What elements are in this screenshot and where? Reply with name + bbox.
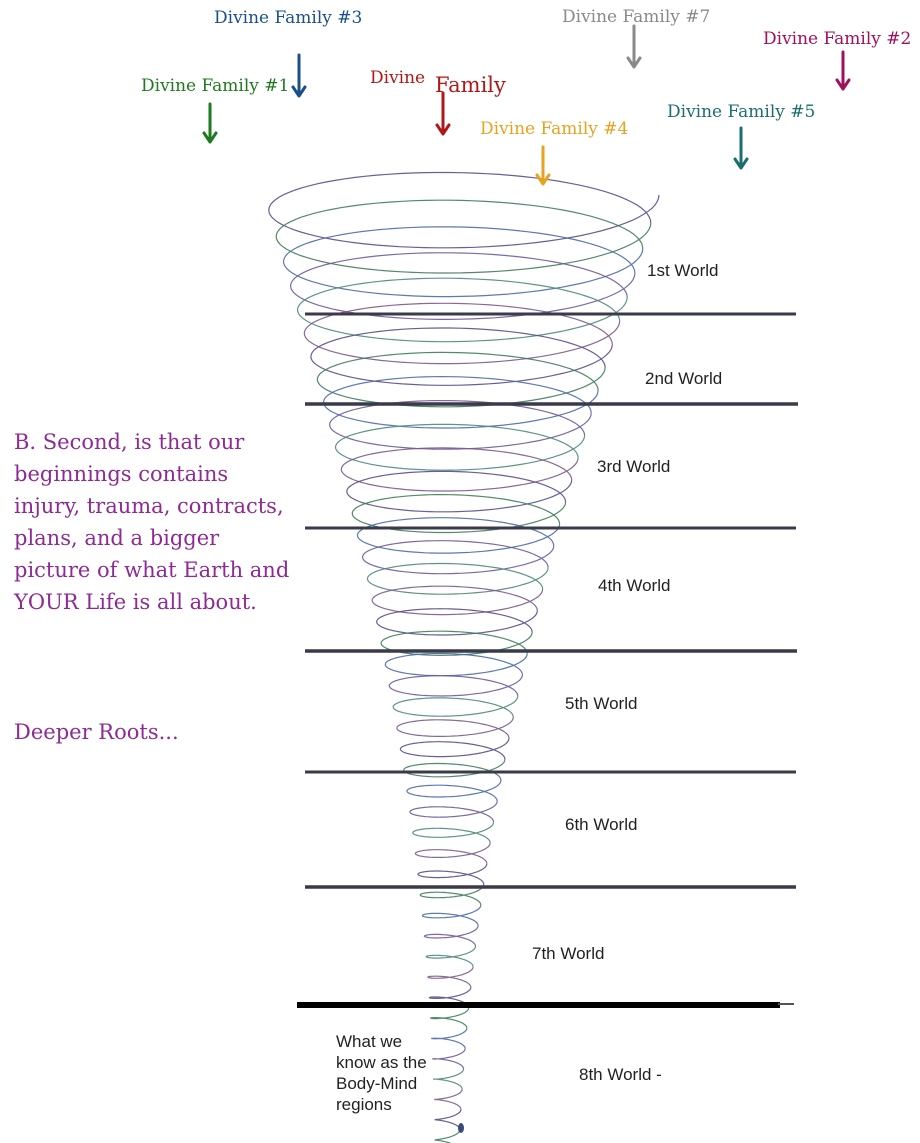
spiral-ring xyxy=(425,946,477,968)
spiral-ring xyxy=(427,966,474,988)
label-world-6: 6th World xyxy=(565,815,638,834)
spiral-ring xyxy=(412,822,495,844)
spiral-ring xyxy=(356,517,561,554)
body-mind-note: What we know as the Body-Mind regions xyxy=(336,1032,427,1114)
spiral-ring xyxy=(421,905,482,926)
spiral-ring xyxy=(414,843,491,864)
spiral-ring xyxy=(388,674,523,697)
spiral-ring xyxy=(328,400,592,450)
label-world-2: 2nd World xyxy=(645,369,723,388)
label-family-1: Divine Family #1 xyxy=(141,76,290,96)
spiral-ring xyxy=(423,925,479,947)
spiral-ring xyxy=(432,1048,466,1069)
spiral-ring xyxy=(417,863,488,885)
label-family-7: Divine Family #7 xyxy=(562,7,711,27)
spiral-ring xyxy=(361,540,555,575)
vortex-spiral xyxy=(268,171,660,1143)
spiral-ring xyxy=(433,1069,465,1090)
spiral-ring xyxy=(340,447,579,492)
spiral-ring xyxy=(396,717,514,739)
label-family-4: Divine Family #4 xyxy=(480,119,629,139)
arrow-down-icon xyxy=(435,91,451,136)
label-world-5: 5th World xyxy=(565,694,638,713)
spiral-ring xyxy=(268,171,660,249)
label-family-2: Divine Family #2 xyxy=(763,29,912,49)
spiral-ring xyxy=(403,759,506,781)
spiral-ring xyxy=(434,1089,463,1110)
side-paragraph: B. Second, is that our beginnings contai… xyxy=(14,430,290,614)
label-world-3: 3rd World xyxy=(597,457,671,476)
spiral-ring xyxy=(310,327,613,386)
spiral-ring xyxy=(409,801,498,823)
arrow-down-icon xyxy=(626,24,642,69)
family-arrows xyxy=(202,24,851,186)
spiral-ring xyxy=(434,1109,462,1130)
spiral-ring xyxy=(384,652,528,677)
label-family-3: Divine Family #3 xyxy=(214,8,363,28)
spiral-ring xyxy=(434,1129,461,1143)
label-family-5: Divine Family #5 xyxy=(667,102,816,122)
spiral-ring xyxy=(316,351,606,408)
spiral-ring xyxy=(419,884,485,906)
arrow-down-icon xyxy=(733,126,749,170)
spiral-ring xyxy=(366,562,549,595)
label-family-center-a: Divine xyxy=(370,68,426,88)
spiral-ring xyxy=(282,226,644,298)
spiral-ring xyxy=(346,470,573,513)
label-family-center-b: Family xyxy=(435,73,506,97)
world-dividers xyxy=(297,312,798,1008)
spiral-ring xyxy=(399,738,510,760)
spiral-ring xyxy=(406,780,502,802)
spiral-ring xyxy=(428,987,472,1008)
arrow-down-icon xyxy=(835,50,851,91)
spiral-ring xyxy=(334,423,586,471)
label-world-4: 4th World xyxy=(598,576,671,595)
arrow-down-icon xyxy=(291,53,307,98)
spiral-ring xyxy=(431,1028,468,1049)
spiral-ring xyxy=(430,1007,470,1029)
spiral-ring xyxy=(275,199,652,274)
spiral-ring xyxy=(371,585,544,616)
arrow-down-icon xyxy=(535,145,551,186)
spiral-ring xyxy=(289,252,636,320)
spiral-ring xyxy=(392,696,519,718)
label-world-1: 1st World xyxy=(647,261,719,280)
label-world-8: 8th World - xyxy=(579,1065,662,1084)
arrow-down-icon xyxy=(202,102,218,144)
spiral-ring xyxy=(376,608,538,636)
side-subtitle: Deeper Roots... xyxy=(14,720,179,744)
spiral-tip xyxy=(458,1123,464,1133)
spiral-ring xyxy=(303,302,621,365)
spiral-ring xyxy=(296,277,628,343)
label-world-7: 7th World xyxy=(532,944,605,963)
spiral-ring xyxy=(322,375,599,429)
